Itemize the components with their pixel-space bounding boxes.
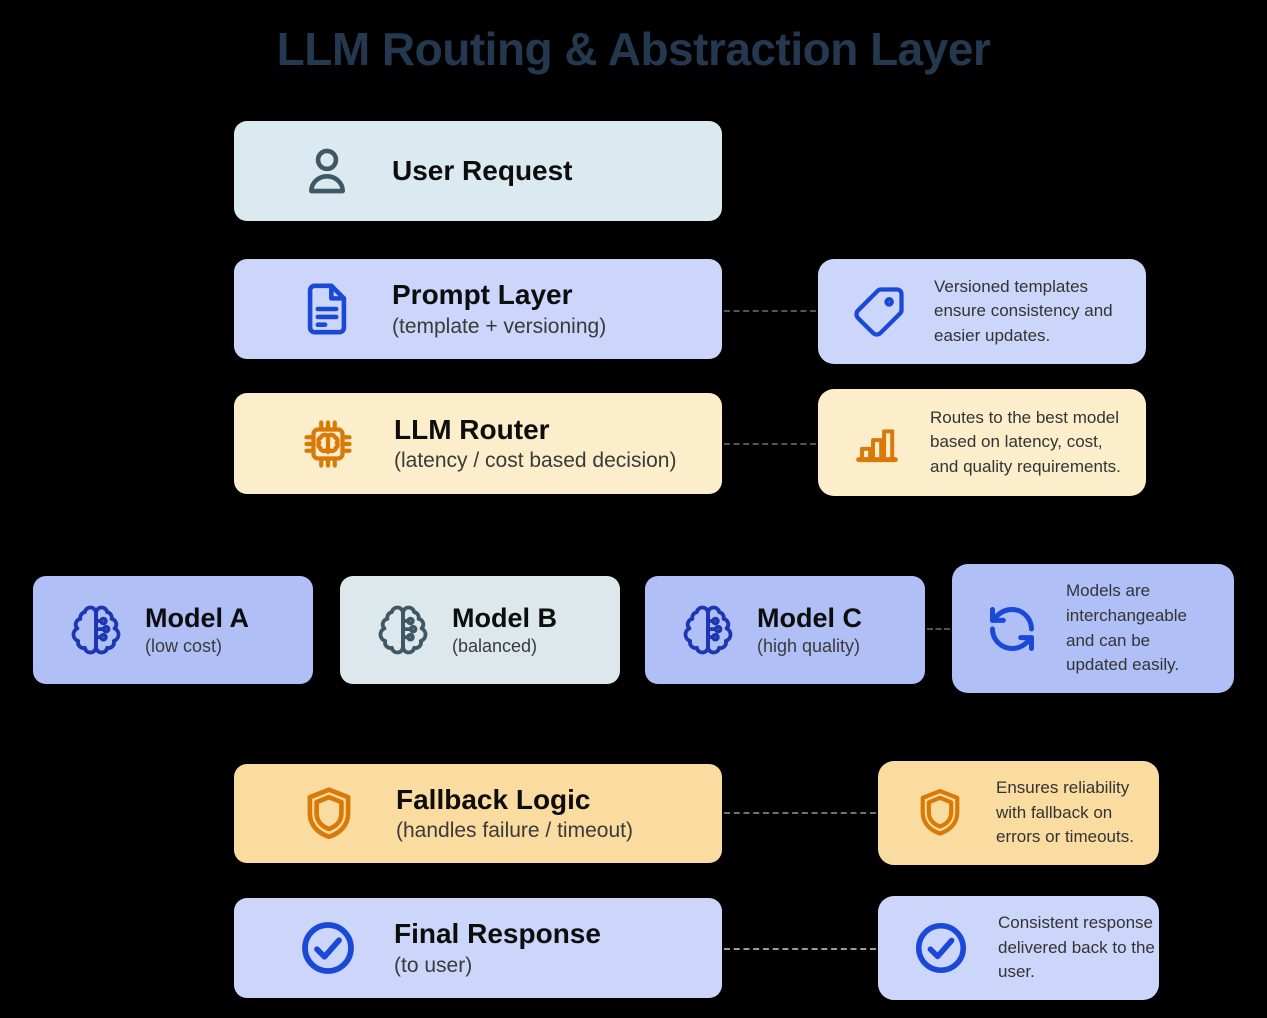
note-text: Ensures reliability with fallback on err…	[996, 778, 1134, 847]
shield-icon	[298, 783, 360, 845]
node-user-request: User Request	[234, 121, 722, 221]
node-llm-router: LLM Router (latency / cost based decisio…	[234, 393, 722, 494]
node-final-response: Final Response (to user)	[234, 898, 722, 998]
note-prompt-layer: Versioned templates ensure consistency a…	[818, 259, 1146, 364]
check-circle-icon	[912, 919, 970, 977]
note-text: Versioned templates ensure consistency a…	[934, 276, 1113, 345]
node-model-b: Model B (balanced)	[340, 576, 620, 684]
note-text: Routes to the best model based on latenc…	[930, 407, 1121, 476]
connector-router-note	[724, 443, 816, 445]
brain-circuit-icon	[376, 603, 430, 657]
node-sublabel: (handles failure / timeout)	[396, 819, 633, 843]
node-label: Model C	[757, 602, 862, 633]
page-title: LLM Routing & Abstraction Layer	[276, 23, 991, 75]
node-sublabel: (to user)	[394, 953, 473, 977]
document-icon	[298, 280, 356, 338]
node-label: Prompt Layer	[392, 279, 573, 311]
node-sublabel: (low cost)	[145, 636, 223, 657]
node-label: Final Response	[394, 918, 601, 950]
node-sublabel: (high quality)	[757, 636, 861, 657]
node-label: LLM Router	[394, 413, 550, 445]
node-model-c: Model C (high quality)	[645, 576, 925, 684]
node-sublabel: (balanced)	[452, 636, 538, 657]
chip-brain-icon	[298, 414, 358, 474]
node-sublabel: (template + versioning)	[392, 314, 607, 338]
user-icon	[298, 142, 356, 200]
node-label: Model B	[452, 602, 557, 633]
connector-prompt-note	[724, 310, 816, 312]
shield-icon	[912, 785, 968, 841]
refresh-icon	[986, 603, 1038, 655]
node-sublabel: (latency / cost based decision)	[394, 449, 677, 473]
connector-models-note	[927, 628, 950, 630]
note-llm-router: Routes to the best model based on latenc…	[818, 389, 1146, 496]
node-prompt-layer: Prompt Layer (template + versioning)	[234, 259, 722, 359]
node-label: Fallback Logic	[396, 783, 591, 815]
note-text: Consistent response delivered back to th…	[998, 913, 1155, 982]
brain-circuit-icon	[69, 603, 123, 657]
node-label: Model A	[145, 602, 249, 633]
note-fallback: Ensures reliability with fallback on err…	[878, 761, 1159, 865]
connector-fallback-note	[724, 812, 876, 814]
node-model-a: Model A (low cost)	[33, 576, 313, 684]
tag-icon	[852, 285, 906, 339]
node-fallback-logic: Fallback Logic (handles failure / timeou…	[234, 764, 722, 863]
brain-circuit-icon	[681, 603, 735, 657]
note-models: Models are interchangeable and can be up…	[952, 564, 1234, 693]
note-final-response: Consistent response delivered back to th…	[878, 896, 1159, 1000]
note-text: Models are interchangeable and can be up…	[1066, 581, 1187, 675]
node-label: User Request	[392, 154, 573, 186]
check-circle-icon	[298, 918, 358, 978]
bar-chart-icon	[852, 418, 902, 468]
connector-final-note	[724, 948, 876, 950]
